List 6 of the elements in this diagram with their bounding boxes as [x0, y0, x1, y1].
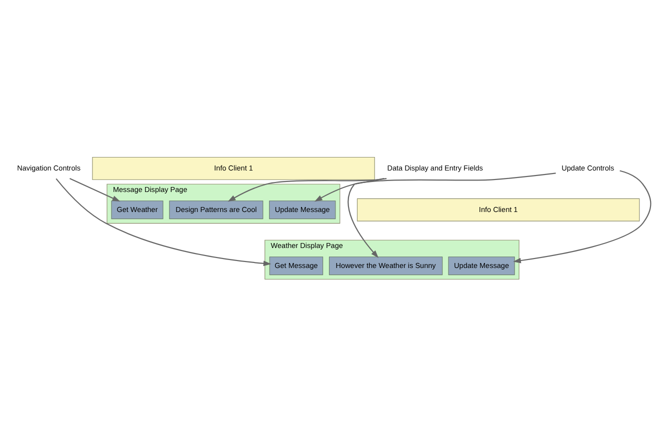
arrow: [70, 178, 120, 202]
arrow: [513, 170, 652, 264]
arrow: [56, 178, 272, 266]
arrow: [314, 172, 556, 202]
arrow: [228, 178, 387, 202]
arrow: [348, 178, 384, 258]
